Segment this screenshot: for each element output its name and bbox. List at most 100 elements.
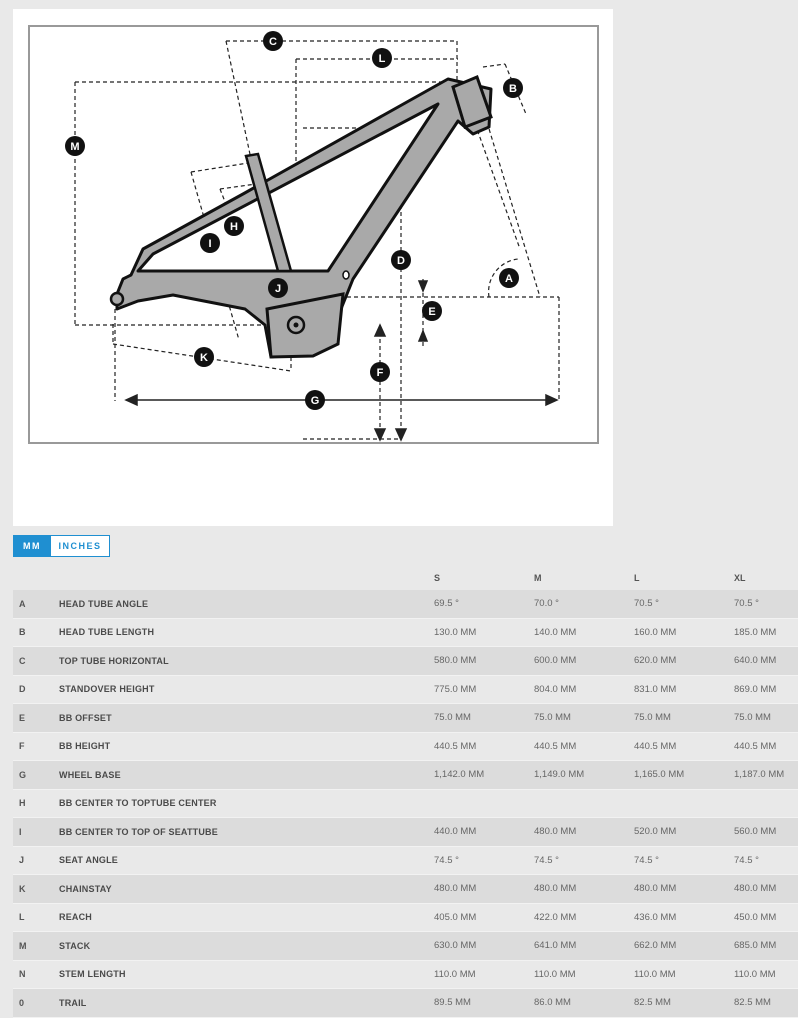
row-value-xl: 480.0 MM (734, 874, 798, 904)
row-value-l: 160.0 MM (634, 618, 734, 647)
row-value-xl: 70.5 ° (734, 590, 798, 619)
svg-text:K: K (200, 352, 208, 364)
row-name: STEM LENGTH (59, 960, 434, 989)
row-name: TOP TUBE HORIZONTAL (59, 646, 434, 676)
row-value-xl: 110.0 MM (734, 960, 798, 989)
row-value-m: 600.0 MM (534, 646, 634, 676)
svg-text:I: I (208, 238, 211, 250)
label-i-marker: I (200, 233, 220, 253)
row-key: J (13, 846, 59, 875)
row-value-s: 75.0 MM (434, 703, 534, 733)
row-name: CHAINSTAY (59, 874, 434, 904)
table-header-row: S M L XL (13, 566, 798, 590)
row-name: BB OFFSET (59, 703, 434, 733)
row-value-l: 110.0 MM (634, 960, 734, 989)
row-value-xl: 869.0 MM (734, 675, 798, 704)
row-name: WHEEL BASE (59, 760, 434, 790)
header-name (59, 566, 434, 590)
row-key: M (13, 931, 59, 961)
svg-text:A: A (505, 273, 513, 285)
label-c-marker: C (263, 31, 283, 51)
row-value-xl: 640.0 MM (734, 646, 798, 676)
row-key: G (13, 760, 59, 790)
svg-text:F: F (377, 367, 384, 379)
label-b-marker: B (503, 78, 523, 98)
row-value-m: 480.0 MM (534, 817, 634, 847)
row-value-xl: 560.0 MM (734, 817, 798, 847)
row-value-m: 140.0 MM (534, 618, 634, 647)
header-size-xl: XL (734, 573, 746, 583)
row-value-s: 405.0 MM (434, 903, 534, 932)
row-value-xl: 1,187.0 MM (734, 760, 798, 790)
row-value-m: 422.0 MM (534, 903, 634, 932)
bike-frame (109, 75, 493, 359)
row-name: BB HEIGHT (59, 732, 434, 761)
unit-mm-button[interactable]: MM (14, 536, 50, 556)
svg-text:E: E (428, 306, 435, 318)
row-name: REACH (59, 903, 434, 932)
row-value-xl: 440.5 MM (734, 732, 798, 761)
row-key: B (13, 618, 59, 647)
row-key: C (13, 646, 59, 676)
svg-text:D: D (397, 255, 405, 267)
row-value-l: 440.5 MM (634, 732, 734, 761)
row-name: HEAD TUBE ANGLE (59, 590, 434, 619)
row-value-s: 1,142.0 MM (434, 760, 534, 790)
header-key (13, 566, 59, 590)
row-value-m: 110.0 MM (534, 960, 634, 989)
svg-text:C: C (269, 36, 277, 48)
label-e-marker: E (422, 301, 442, 321)
row-value-s: 775.0 MM (434, 675, 534, 704)
row-value-s: 130.0 MM (434, 618, 534, 647)
svg-text:H: H (230, 221, 238, 233)
row-value-m: 74.5 ° (534, 846, 634, 875)
row-value-xl: 75.0 MM (734, 703, 798, 733)
label-d-marker: D (391, 250, 411, 270)
row-value-l: 520.0 MM (634, 817, 734, 847)
row-value-l: 480.0 MM (634, 874, 734, 904)
row-key: D (13, 675, 59, 704)
row-value-xl: 82.5 MM (734, 988, 798, 1018)
row-name: BB CENTER TO TOP OF SEATTUBE (59, 817, 434, 847)
row-name: TRAIL (59, 988, 434, 1018)
row-value-l: 662.0 MM (634, 931, 734, 961)
row-value-l: 620.0 MM (634, 646, 734, 676)
row-value-s: 89.5 MM (434, 988, 534, 1018)
header-size-l: L (634, 573, 640, 583)
row-key: K (13, 874, 59, 904)
row-key: F (13, 732, 59, 761)
row-value-s: 440.0 MM (434, 817, 534, 847)
row-value-s: 69.5 ° (434, 590, 534, 619)
row-value-s: 580.0 MM (434, 646, 534, 676)
geometry-diagram: A B C D E F G H I J K L M (13, 9, 613, 526)
label-h-marker: H (224, 216, 244, 236)
label-m-marker: M (65, 136, 85, 156)
unit-toggle: MM INCHES (13, 535, 110, 557)
row-value-m: 75.0 MM (534, 703, 634, 733)
row-key: 0 (13, 988, 59, 1018)
header-size-m: M (534, 573, 542, 583)
row-value-m: 1,149.0 MM (534, 760, 634, 790)
row-name: STANDOVER HEIGHT (59, 675, 434, 704)
row-value-l: 82.5 MM (634, 988, 734, 1018)
svg-text:B: B (509, 83, 517, 95)
label-l-marker: L (372, 48, 392, 68)
unit-inches-button[interactable]: INCHES (50, 536, 109, 556)
row-name: HEAD TUBE LENGTH (59, 618, 434, 647)
label-a-marker: A (499, 268, 519, 288)
row-key: E (13, 703, 59, 733)
row-value-m: 86.0 MM (534, 988, 634, 1018)
row-value-m: 480.0 MM (534, 874, 634, 904)
